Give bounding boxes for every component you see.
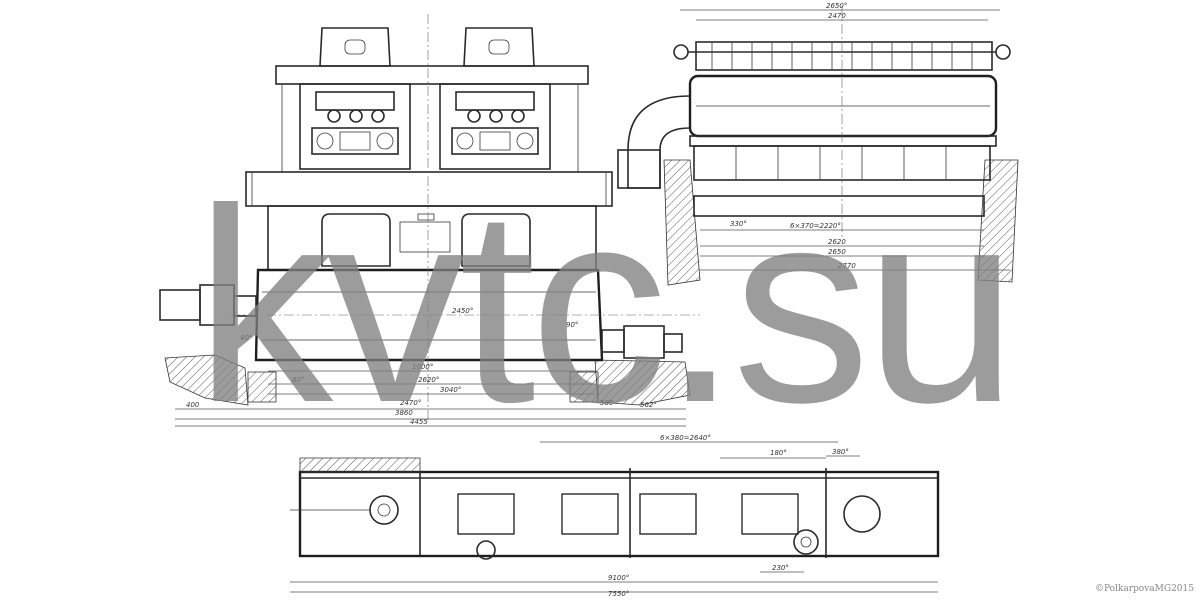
dim-label: 3040° xyxy=(440,386,461,394)
lower-drum xyxy=(254,268,604,362)
end-view: 2650° 2470 6×370=2220° 2620 2650 2770 33… xyxy=(617,2,1019,286)
end-foundation-left xyxy=(663,159,701,286)
motor-right xyxy=(601,325,683,359)
dim-label: 6×370=2220° xyxy=(790,222,841,230)
side-view: 2450° 1000° 2620° 3040° 2470° 400 3860 4… xyxy=(159,14,700,427)
dim-label: 6×380=2640° xyxy=(660,434,711,442)
side-pit-right xyxy=(569,371,599,403)
dim-label: 90° xyxy=(566,321,578,329)
plan-hatch-top xyxy=(299,457,421,473)
plan-view: 6×380=2640° 180° 380° 9100° 7550° 230° xyxy=(290,434,940,598)
dim-label: 1000° xyxy=(412,363,433,371)
plan-frame xyxy=(298,470,940,558)
door-right xyxy=(461,213,531,267)
dim-label: 400 xyxy=(186,401,200,409)
side-foundation-left xyxy=(164,354,249,406)
watermark-text: kvtc.su xyxy=(195,152,1018,460)
dim-label: 330° xyxy=(730,220,747,228)
dim-label: 2620° xyxy=(418,376,439,384)
dim-label: 580 xyxy=(600,399,614,407)
copyright-text: ©PolkarpovaMG2015 xyxy=(1094,584,1194,594)
plan-hatches xyxy=(457,493,799,535)
lift-ring-right xyxy=(995,44,1011,60)
plan-bearing-left xyxy=(369,495,399,525)
side-pit-left xyxy=(247,371,277,403)
door-left xyxy=(321,213,391,267)
dim-label: 7550° xyxy=(608,590,629,598)
dim-label: 40° xyxy=(240,334,252,342)
upper-unit-left xyxy=(299,27,411,170)
dim-label: 2620 xyxy=(828,238,846,246)
dim-label: 180° xyxy=(770,449,787,457)
end-foundation-right xyxy=(977,159,1019,283)
dim-label: 230° xyxy=(772,564,789,572)
dim-label: 2770 xyxy=(838,262,856,270)
dim-label: 2450° xyxy=(452,307,473,315)
dim-label: 4455 xyxy=(410,418,428,426)
upper-unit-right xyxy=(439,27,551,170)
dim-label: 2650° xyxy=(826,2,847,10)
dim-label: 562° xyxy=(640,401,657,409)
dim-label: 380° xyxy=(832,448,849,456)
dim-label: 3860 xyxy=(395,409,413,417)
lift-ring-left xyxy=(673,44,689,60)
dim-label: 9100° xyxy=(608,574,629,582)
motor-left xyxy=(159,284,257,326)
dim-label: 2470 xyxy=(828,12,846,20)
dim-label: 2470° xyxy=(400,399,421,407)
dim-label: 80° xyxy=(292,376,304,384)
top-radiator xyxy=(695,41,993,71)
plan-drive xyxy=(793,529,819,555)
plan-fan xyxy=(843,495,881,533)
dim-label: 2650 xyxy=(828,248,846,256)
top-beam xyxy=(275,65,589,85)
